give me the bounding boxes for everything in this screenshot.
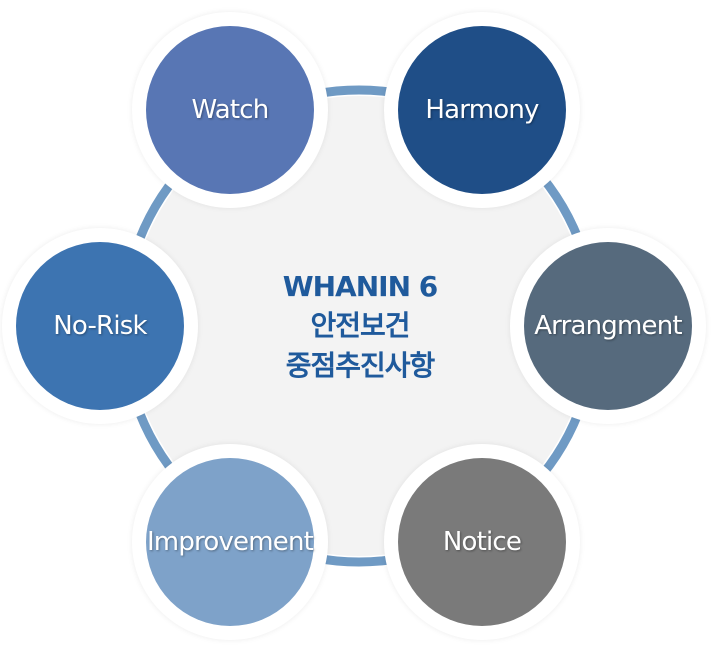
node-watch: Watch xyxy=(132,12,328,208)
node-improvement: Improvement xyxy=(132,444,328,640)
center-title: WHANIN 6 안전보건 중점추진사항 xyxy=(230,268,490,386)
node-notice-disc: Notice xyxy=(398,458,566,626)
node-watch-disc: Watch xyxy=(146,26,314,194)
node-watch-label: Watch xyxy=(191,95,270,125)
node-improvement-label: Improvement xyxy=(146,527,314,557)
node-harmony-disc: Harmony xyxy=(398,26,566,194)
node-notice: Notice xyxy=(384,444,580,640)
center-title-line1: WHANIN 6 xyxy=(282,270,439,303)
center-title-line3: 중점추진사항 xyxy=(285,349,436,382)
ring-fill xyxy=(129,96,589,556)
center-title-line2: 안전보건 xyxy=(310,309,410,342)
node-norisk-label: No-Risk xyxy=(53,311,147,341)
node-norisk: No-Risk xyxy=(2,228,198,424)
node-norisk-disc: No-Risk xyxy=(16,242,184,410)
node-harmony: Harmony xyxy=(384,12,580,208)
node-improvement-disc: Improvement xyxy=(146,458,314,626)
node-harmony-label: Harmony xyxy=(425,95,539,125)
node-arrangment-label: Arrangment xyxy=(534,311,682,341)
node-arrangment-disc: Arrangment xyxy=(524,242,692,410)
node-arrangment: Arrangment xyxy=(510,228,706,424)
node-notice-label: Notice xyxy=(442,527,522,557)
